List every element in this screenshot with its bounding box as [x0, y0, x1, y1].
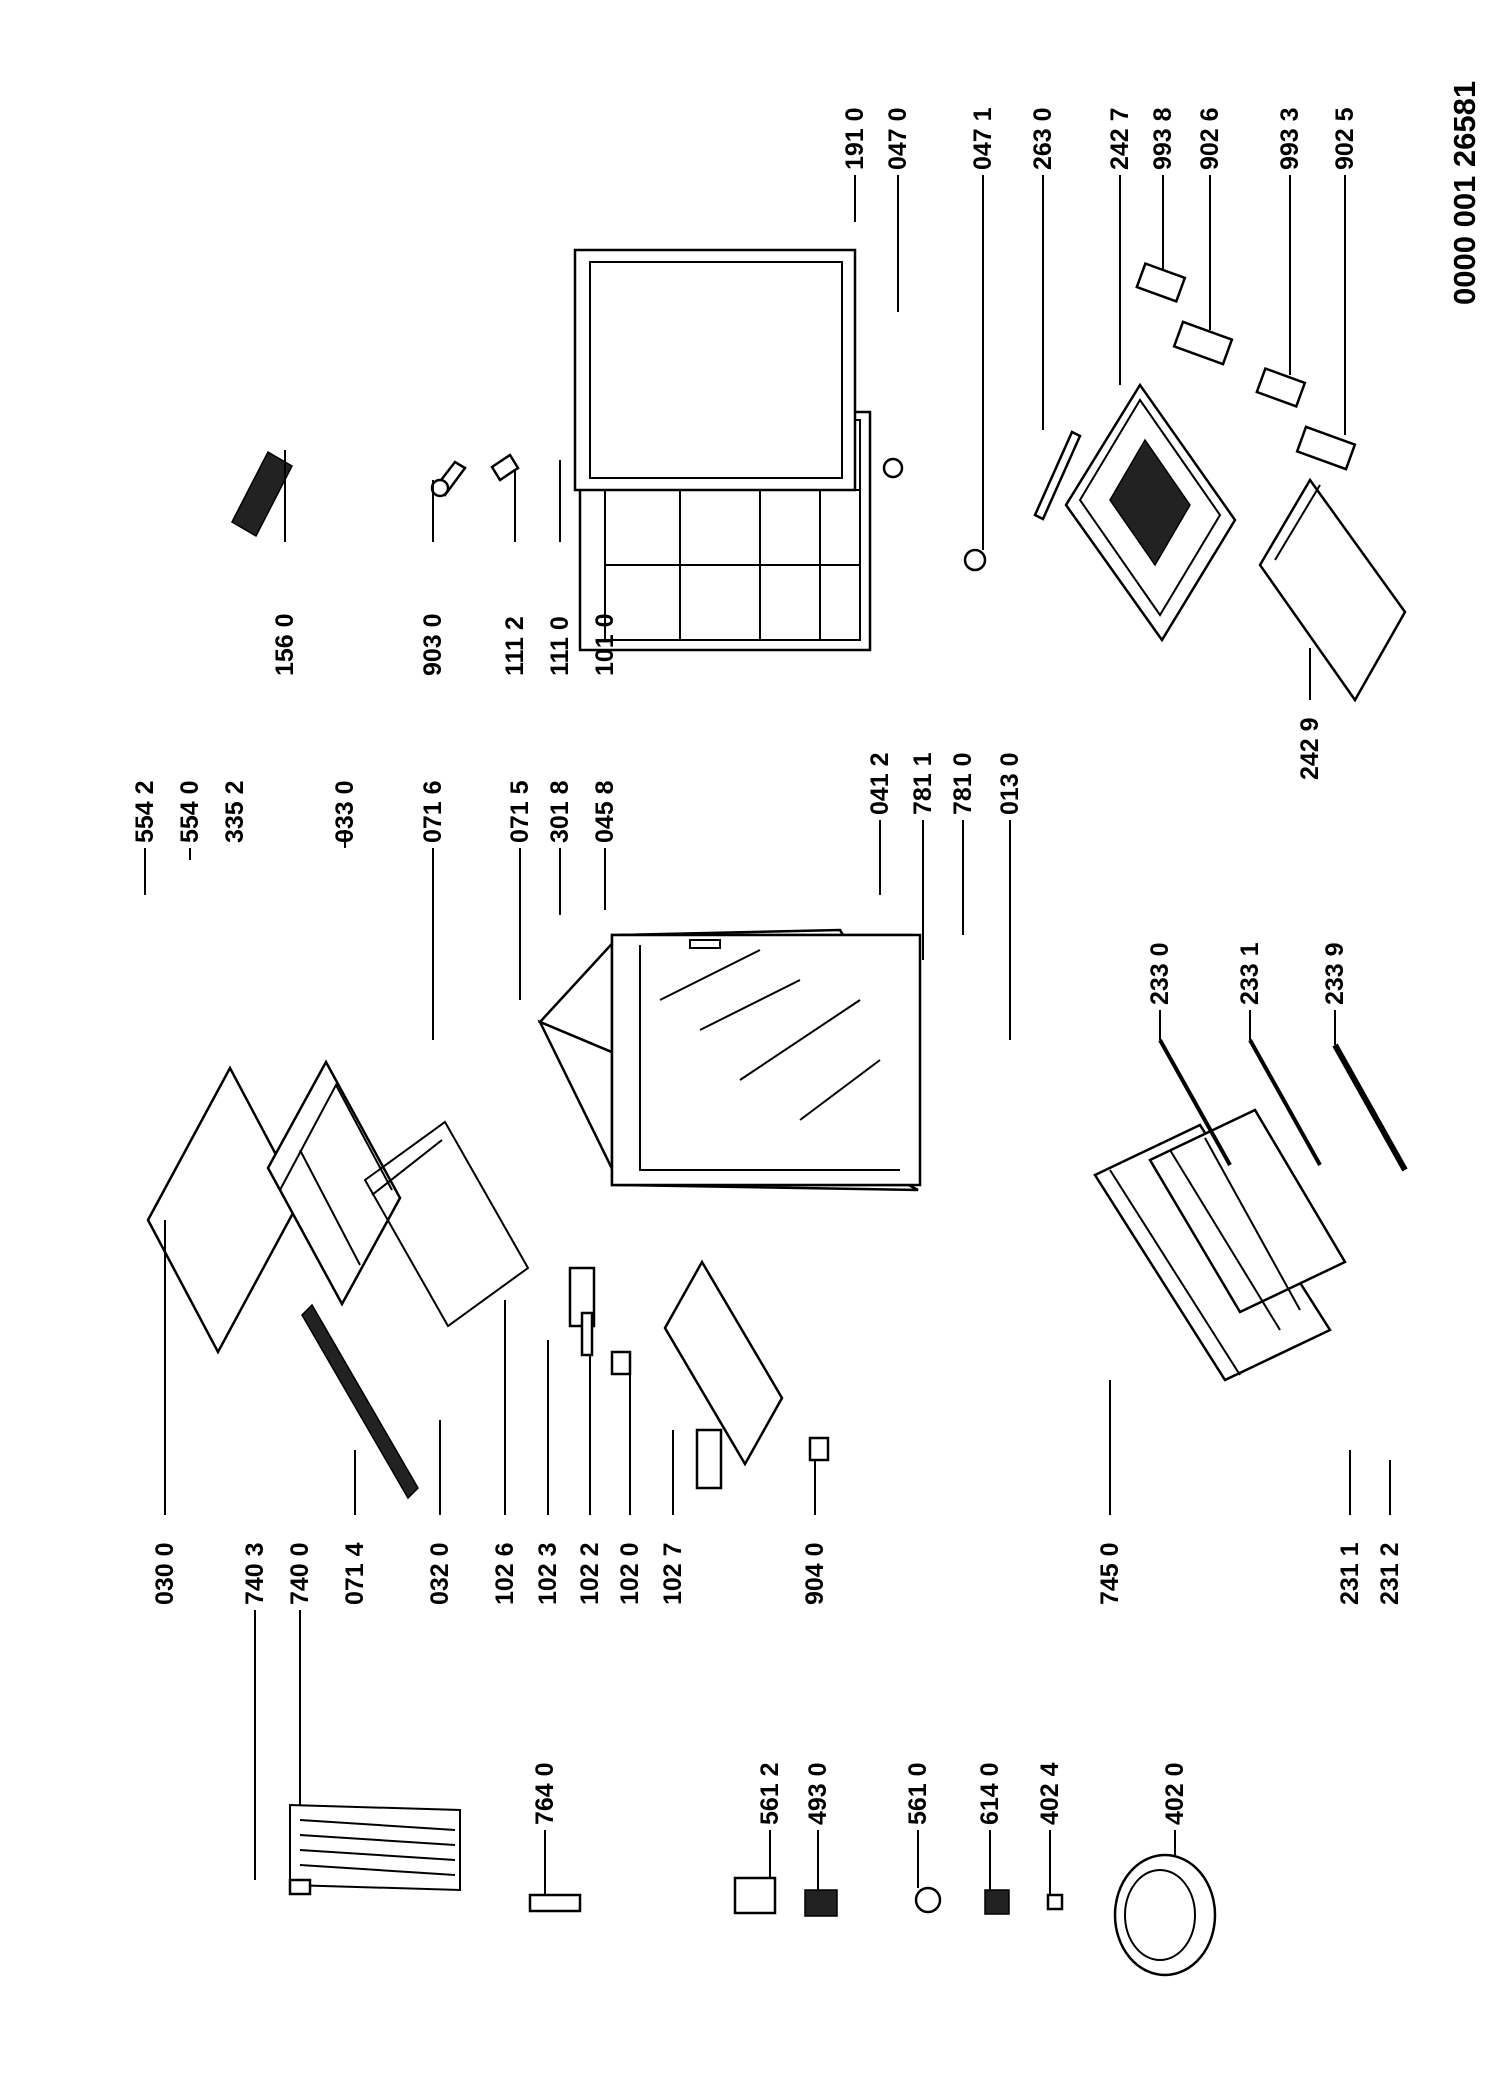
label-071-6: 071 6 — [419, 780, 447, 843]
label-045-8: 045 8 — [591, 780, 619, 843]
label-561-2: 561 2 — [756, 1762, 784, 1825]
label-493-0: 493 0 — [804, 1762, 832, 1825]
label-033-0: 033 0 — [331, 780, 359, 843]
label-745-0: 745 0 — [1096, 1542, 1124, 1605]
label-231-1: 231 1 — [1336, 1542, 1364, 1605]
leader-lines — [144, 175, 1391, 1895]
label-111-2: 111 2 — [501, 616, 529, 676]
small-freezer-parts — [430, 453, 987, 572]
electrical-parts — [733, 1876, 1064, 1917]
label-263-0: 263 0 — [1029, 107, 1057, 170]
door-gasket-part — [573, 248, 857, 492]
label-902-5: 902 5 — [1331, 107, 1359, 170]
label-781-0: 781 0 — [949, 752, 977, 815]
label-561-0: 561 0 — [904, 1762, 932, 1825]
wire-shelves-part — [1093, 1108, 1347, 1382]
evaporator-rail-part — [301, 1303, 419, 1500]
label-614-0: 614 0 — [976, 1762, 1004, 1825]
label-554-0: 554 0 — [176, 780, 204, 843]
label-030-0: 030 0 — [151, 1542, 179, 1605]
part-labels: 191 0 047 0 047 1 263 0 242 7 993 8 902 … — [131, 81, 1482, 1825]
compressor-part — [1113, 1853, 1217, 1977]
label-781-1: 781 1 — [909, 752, 937, 815]
label-902-6: 902 6 — [1196, 107, 1224, 170]
label-993-3: 993 3 — [1276, 107, 1304, 170]
label-102-3: 102 3 — [534, 1542, 562, 1605]
door-tray-part — [568, 1259, 830, 1490]
label-231-2: 231 2 — [1376, 1542, 1404, 1605]
label-233-1: 233 1 — [1236, 942, 1264, 1005]
label-402-0: 402 0 — [1161, 1762, 1189, 1825]
label-242-9: 242 9 — [1296, 717, 1324, 780]
label-041-2: 041 2 — [866, 752, 894, 815]
label-156-0: 156 0 — [271, 613, 299, 676]
label-554-2: 554 2 — [131, 780, 159, 843]
label-102-0: 102 0 — [616, 1542, 644, 1605]
label-111-0: 111 0 — [546, 616, 574, 676]
ice-tray-part — [231, 450, 293, 538]
label-102-2: 102 2 — [576, 1542, 604, 1605]
flap-parts — [1135, 261, 1357, 471]
label-764-0: 764 0 — [531, 1762, 559, 1825]
label-047-0: 047 0 — [884, 107, 912, 170]
label-740-0: 740 0 — [286, 1542, 314, 1605]
condenser-coil-part — [288, 1803, 582, 1913]
label-233-9: 233 9 — [1321, 942, 1349, 1005]
label-102-6: 102 6 — [491, 1542, 519, 1605]
label-191-0: 191 0 — [841, 107, 869, 170]
glass-shelf-part — [146, 1065, 302, 1355]
rails-233-part — [1158, 1039, 1408, 1172]
shelf-frame-part — [363, 1120, 530, 1328]
label-335-2: 335 2 — [221, 780, 249, 843]
label-242-7: 242 7 — [1106, 107, 1134, 170]
label-993-8: 993 8 — [1149, 107, 1177, 170]
label-101-0: 101 0 — [591, 613, 619, 676]
drawer-part — [1064, 382, 1237, 643]
refrigerator-cabinet — [537, 928, 922, 1192]
label-071-5: 071 5 — [506, 780, 534, 843]
label-301-8: 301 8 — [546, 780, 574, 843]
label-071-4: 071 4 — [341, 1542, 369, 1605]
label-032-0: 032 0 — [426, 1542, 454, 1605]
drawer-lower-part — [1258, 477, 1407, 703]
crisper-cover-part — [266, 1059, 402, 1307]
document-id: 0000 001 26581 — [1447, 81, 1482, 305]
label-102-7: 102 7 — [659, 1542, 687, 1605]
label-402-4: 402 4 — [1036, 1762, 1064, 1825]
label-740-3: 740 3 — [241, 1542, 269, 1605]
bar-part — [1033, 430, 1082, 521]
label-233-0: 233 0 — [1146, 942, 1174, 1005]
label-903-0: 903 0 — [419, 613, 447, 676]
label-904-0: 904 0 — [801, 1542, 829, 1605]
label-047-1: 047 1 — [969, 107, 997, 170]
label-013-0: 013 0 — [996, 752, 1024, 815]
